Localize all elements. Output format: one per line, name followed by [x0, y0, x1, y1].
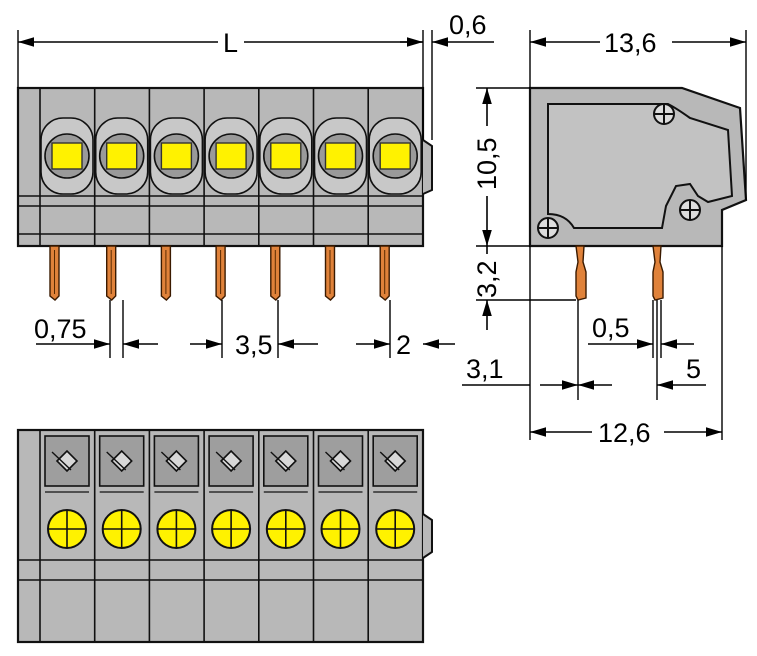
- lever-diamond: [219, 449, 243, 473]
- dim-pin-offset: 3,1: [466, 354, 504, 384]
- front-pin: [270, 245, 281, 301]
- dim-edge-offset: 2: [396, 330, 411, 360]
- lever-diamond: [110, 449, 133, 473]
- front-pole: [93, 88, 149, 246]
- top-pole: [44, 435, 90, 549]
- lever-diamond: [165, 449, 188, 473]
- dim-pin-width: 0,75: [34, 314, 87, 344]
- dimension-lines: [17, 30, 747, 440]
- top-pole: [312, 430, 364, 642]
- side-clamp-window: [547, 103, 734, 229]
- top-pole: [257, 430, 309, 642]
- front-pole: [367, 88, 423, 246]
- front-pole: [257, 88, 313, 246]
- push-button: [51, 142, 83, 170]
- front-pin: [379, 245, 390, 301]
- top-pole: [367, 430, 419, 642]
- top-latch: [422, 513, 433, 559]
- top-view: [16, 428, 433, 644]
- side-screw-top: [653, 103, 675, 125]
- dim-pin-spacing: 5: [686, 354, 701, 384]
- side-screw-left: [537, 217, 559, 239]
- front-pole: [203, 88, 258, 246]
- front-pin: [324, 245, 336, 301]
- top-pole: [148, 430, 200, 642]
- front-pole: [40, 117, 94, 195]
- front-pin: [160, 245, 172, 301]
- front-poles: [40, 88, 423, 246]
- front-pins: [49, 245, 390, 301]
- front-view: [16, 86, 433, 301]
- push-button: [324, 142, 357, 170]
- side-pin-left: [575, 245, 587, 301]
- dim-height-body: 10,5: [472, 137, 502, 190]
- front-latch: [422, 139, 433, 195]
- dim-width-base: 12,6: [598, 418, 651, 448]
- front-pin: [106, 245, 117, 301]
- lever-diamond: [274, 449, 297, 473]
- lever-diamond: [384, 449, 407, 473]
- side-screw-right: [679, 199, 701, 221]
- lever-diamond: [329, 449, 352, 473]
- dim-pin-length: 3,2: [472, 260, 502, 298]
- dim-pitch: 3,5: [235, 330, 273, 360]
- push-button: [270, 142, 302, 170]
- front-pin: [49, 245, 60, 301]
- front-pole: [312, 88, 368, 246]
- dim-width-total: 13,6: [604, 28, 657, 58]
- front-pin: [215, 245, 226, 301]
- top-pole: [203, 430, 254, 642]
- push-button: [379, 142, 411, 170]
- dim-gap-top: 0,6: [449, 10, 487, 40]
- lever-diamond: [55, 449, 79, 473]
- top-pole: [93, 430, 145, 642]
- dim-pin-thickness: 0,5: [592, 313, 630, 343]
- side-pin-right: [652, 245, 664, 301]
- side-view: [528, 86, 748, 301]
- push-button: [105, 142, 138, 170]
- top-poles: [44, 430, 419, 642]
- front-pole: [148, 88, 204, 246]
- push-button: [215, 142, 247, 170]
- dim-length: L: [223, 28, 238, 58]
- push-button: [160, 142, 193, 170]
- dimension-labels: L 0,6 13,6 10,5 3,2 0,75 3,5 2 0,5 3,1 5…: [34, 10, 701, 448]
